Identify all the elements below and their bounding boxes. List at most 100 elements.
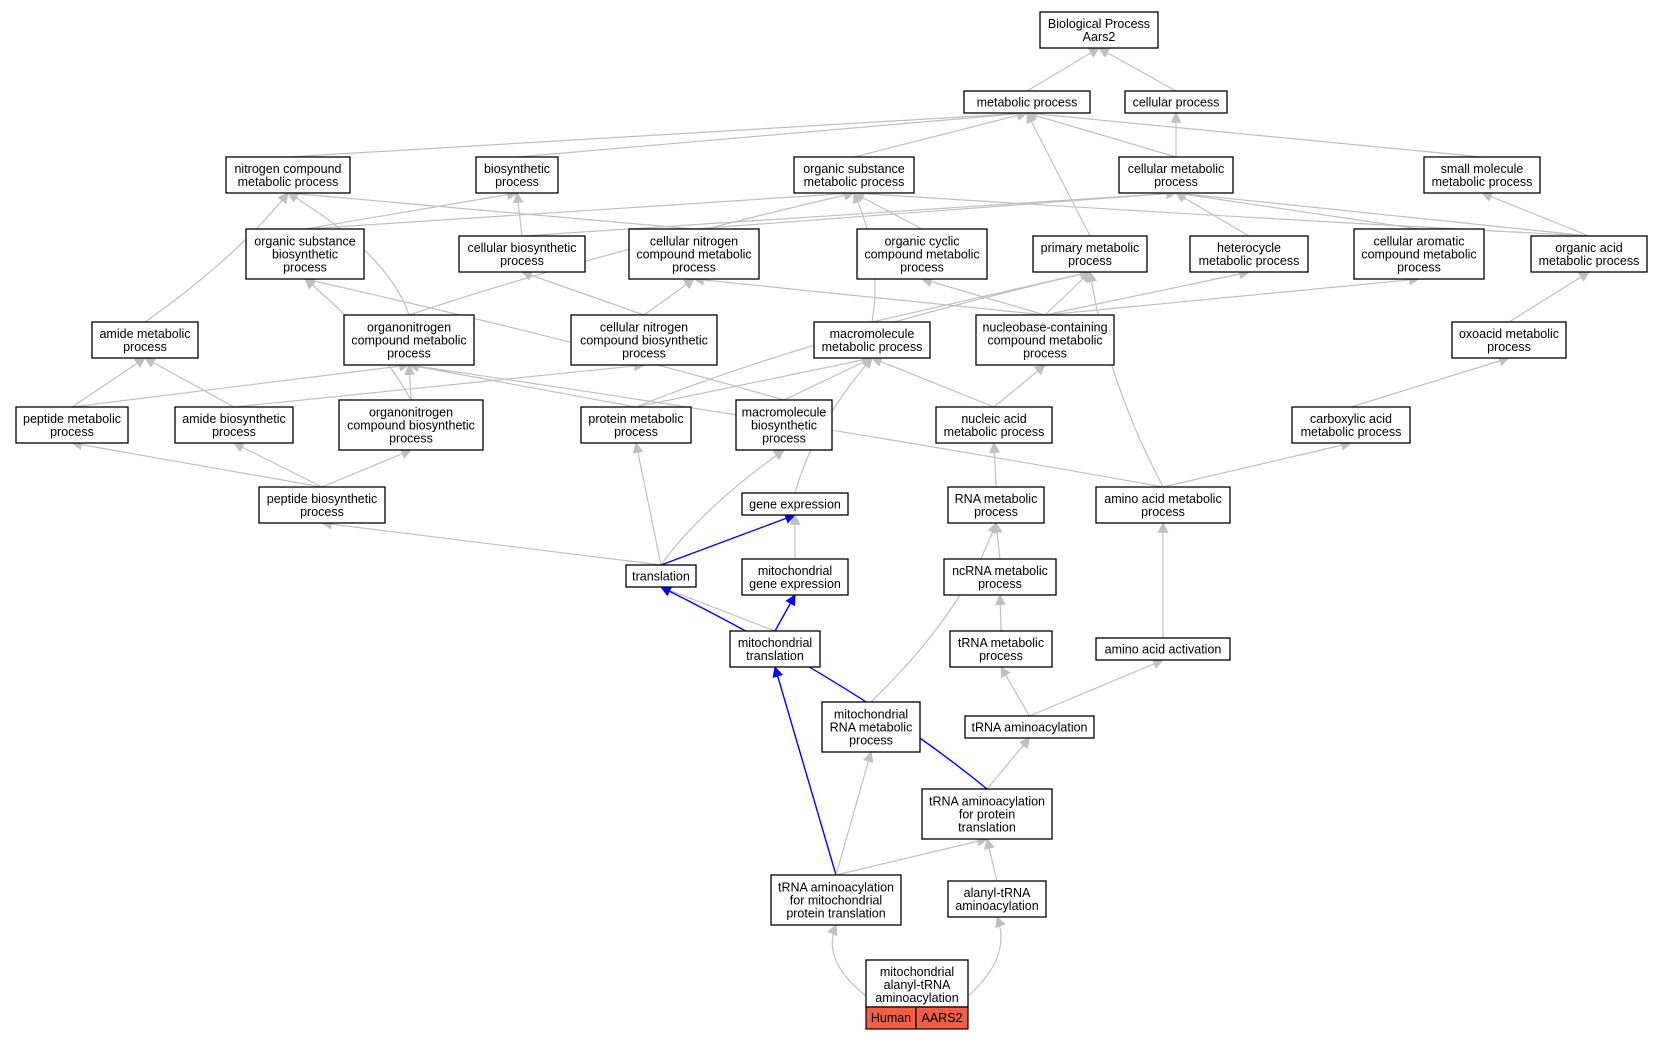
- node-box: [1353, 228, 1485, 280]
- edge-cellular-to-root: [1098, 47, 1177, 92]
- node-label-line: process: [762, 432, 806, 446]
- node-box: [174, 406, 294, 444]
- edge-nucleobase-to-cellular_nitrogen: [692, 274, 1046, 316]
- edge-amide_metabolic-to-nitrogen_compound: [144, 192, 289, 323]
- edge-mito_alanyl-to-alanyl: [967, 915, 1006, 997]
- edge-peptide_bio-to-organonitrogen_bio: [321, 448, 413, 488]
- node-translation[interactable]: translation: [625, 564, 697, 588]
- node-label-line: cellular metabolic: [1128, 162, 1225, 176]
- node-label-line: process: [979, 649, 1023, 663]
- node-label-line: translation: [632, 570, 690, 584]
- edge-amino_acid_metabolic-to-carboxylic_acid: [1162, 439, 1353, 488]
- node-label-line: tRNA metabolic: [958, 636, 1044, 650]
- edge-protein_metabolic-to-organonitrogen: [407, 361, 637, 408]
- node-label-line: process: [300, 505, 344, 519]
- edge-trna_amino_protein-to-trna_aminoacylation: [986, 737, 1031, 790]
- node-label-line: metabolic process: [804, 175, 905, 189]
- node-box: [458, 235, 586, 273]
- node-label-line: compound metabolic: [636, 248, 751, 262]
- node-label-line: primary metabolic: [1041, 241, 1140, 255]
- node-label-line: biosynthetic: [751, 419, 817, 433]
- node-label-line: process: [1068, 254, 1112, 268]
- node-label-line: RNA metabolic: [830, 721, 913, 735]
- node-label-line: metabolic process: [1539, 254, 1640, 268]
- node-metabolic[interactable]: metabolic process: [963, 90, 1091, 114]
- node-label-line: metabolic process: [1199, 254, 1300, 268]
- node-box: [625, 564, 697, 588]
- edge-cellular_bio-to-cellular_metabolic: [521, 188, 1178, 237]
- node-box: [949, 630, 1053, 668]
- node-label-line: organonitrogen: [369, 406, 453, 420]
- node-box: [921, 788, 1053, 840]
- node-box: [1530, 235, 1648, 273]
- node-gene-expression[interactable]: gene expression: [741, 492, 849, 516]
- node-amino-acid-activation[interactable]: amino acid activation: [1095, 637, 1231, 661]
- edge-translation-to-gene_expression: [660, 513, 797, 566]
- node-label-line: mitochondrial: [834, 708, 908, 722]
- node-box: [570, 314, 718, 366]
- edge-nucleic_acid-to-macromolecule_metabolic: [870, 356, 995, 408]
- node-label-line: translation: [958, 821, 1016, 835]
- node-label-line: amide biosynthetic: [182, 412, 286, 426]
- node-trna-aminoacylation[interactable]: tRNA aminoacylation: [964, 715, 1095, 739]
- node-label-line: protein translation: [786, 907, 885, 921]
- node-box: [943, 558, 1057, 596]
- node-box: [1095, 637, 1231, 661]
- edge-mito_translation-to-translation: [659, 585, 776, 632]
- node-label-line: amide metabolic: [99, 327, 190, 341]
- node-label-line: macromolecule: [742, 406, 827, 420]
- node-label-line: translation: [746, 649, 804, 663]
- node-label-line: biosynthetic: [272, 248, 338, 262]
- edge-cellular_metabolic-to-metabolic: [1025, 110, 1177, 158]
- node-cellular[interactable]: cellular process: [1124, 90, 1228, 114]
- node-box: [729, 630, 821, 668]
- node-label-line: process: [1487, 340, 1531, 354]
- node-label-line: process: [614, 425, 658, 439]
- node-label-line: Aars2: [1083, 30, 1116, 44]
- node-label-line: RNA metabolic: [955, 492, 1038, 506]
- node-box: [947, 486, 1045, 524]
- node-label-line: cellular nitrogen: [650, 235, 738, 249]
- node-label-line: process: [849, 734, 893, 748]
